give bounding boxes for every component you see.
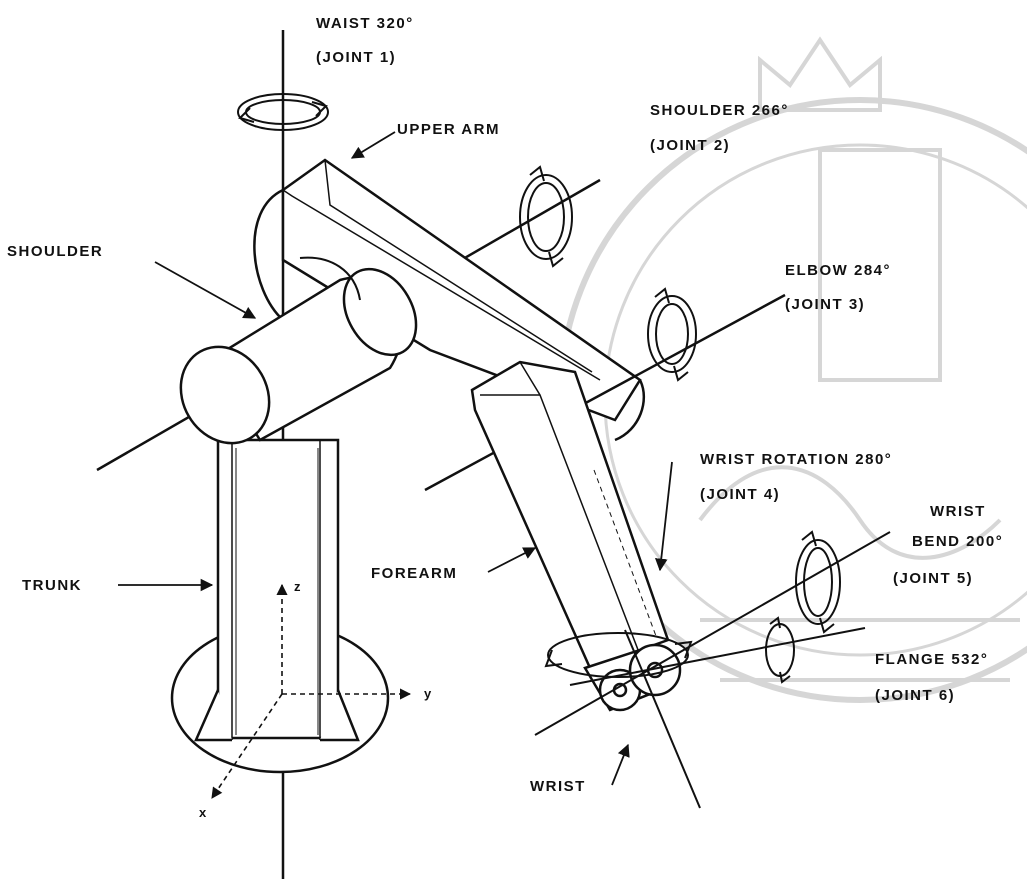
x-axis-label: x: [199, 805, 207, 820]
elbow-rotation-arrow-icon: [647, 287, 697, 382]
trunk-label: TRUNK: [22, 577, 82, 594]
z-axis-label: z: [294, 579, 301, 594]
wrist-rotation-arrow-icon: [544, 632, 693, 678]
joint6-label: (JOINT 6): [875, 687, 956, 704]
shoulder-rotation-label: SHOULDER 266°: [650, 102, 789, 119]
joint5-label: (JOINT 5): [893, 570, 974, 587]
joint3-label: (JOINT 3): [785, 296, 866, 313]
bend-label: BEND 200°: [912, 533, 1004, 550]
forearm-body: [470, 360, 670, 670]
flange-label: FLANGE 532°: [875, 651, 989, 668]
flange-rotation-arrow-icon: [765, 616, 795, 684]
wrist-label-bottom: WRIST: [530, 778, 586, 795]
shoulder-label: SHOULDER: [7, 243, 104, 260]
shoulder-hub: [179, 256, 418, 445]
waist-rotation-arrow-icon: [237, 93, 329, 131]
upper-arm-body: [253, 158, 646, 442]
trunk-body: [194, 438, 360, 742]
wrist-label-top: WRIST: [930, 503, 986, 520]
elbow-joint-axis: [424, 293, 786, 492]
upper-arm-label: UPPER ARM: [397, 121, 500, 138]
y-axis-label: y: [424, 686, 432, 701]
forearm-label: FOREARM: [371, 565, 458, 582]
wrist-bend-arrow-icon: [795, 530, 841, 634]
base-coordinate-axes: [211, 583, 412, 799]
joint2-label: (JOINT 2): [650, 137, 731, 154]
shoulder-rotation-arrow-icon: [519, 165, 573, 268]
label-pointer-arrows: [118, 131, 673, 786]
wrist-rotation-label: WRIST ROTATION 280°: [700, 451, 893, 468]
joint1-label: (JOINT 1): [316, 49, 397, 66]
joint4-label: (JOINT 4): [700, 486, 781, 503]
elbow-label: ELBOW 284°: [785, 262, 892, 279]
waist-label: WAIST 320°: [316, 15, 414, 32]
